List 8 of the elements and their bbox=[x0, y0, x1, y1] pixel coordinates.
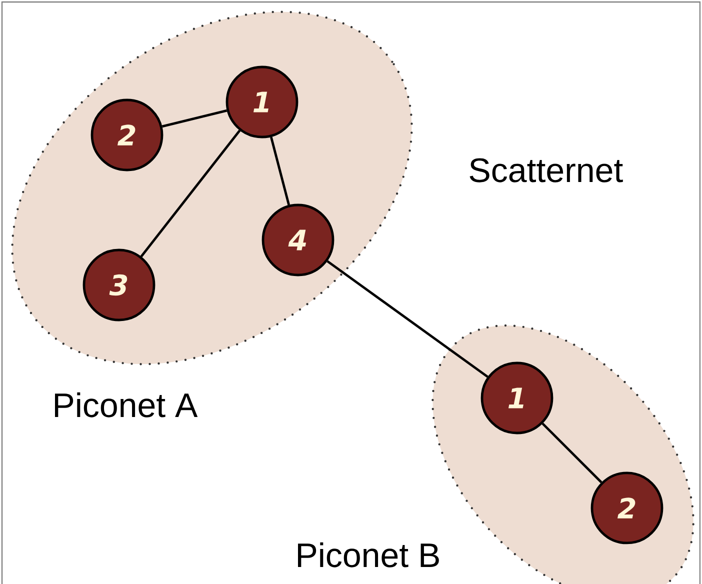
network-label: Scatternet bbox=[470, 158, 623, 182]
link-line bbox=[140, 130, 241, 258]
link-line bbox=[270, 136, 290, 206]
link-line bbox=[162, 109, 228, 128]
node-label: Piconet A bbox=[55, 392, 198, 418]
node-label: Piconet B bbox=[298, 542, 439, 568]
link-line bbox=[326, 260, 488, 378]
link-line bbox=[542, 422, 602, 484]
